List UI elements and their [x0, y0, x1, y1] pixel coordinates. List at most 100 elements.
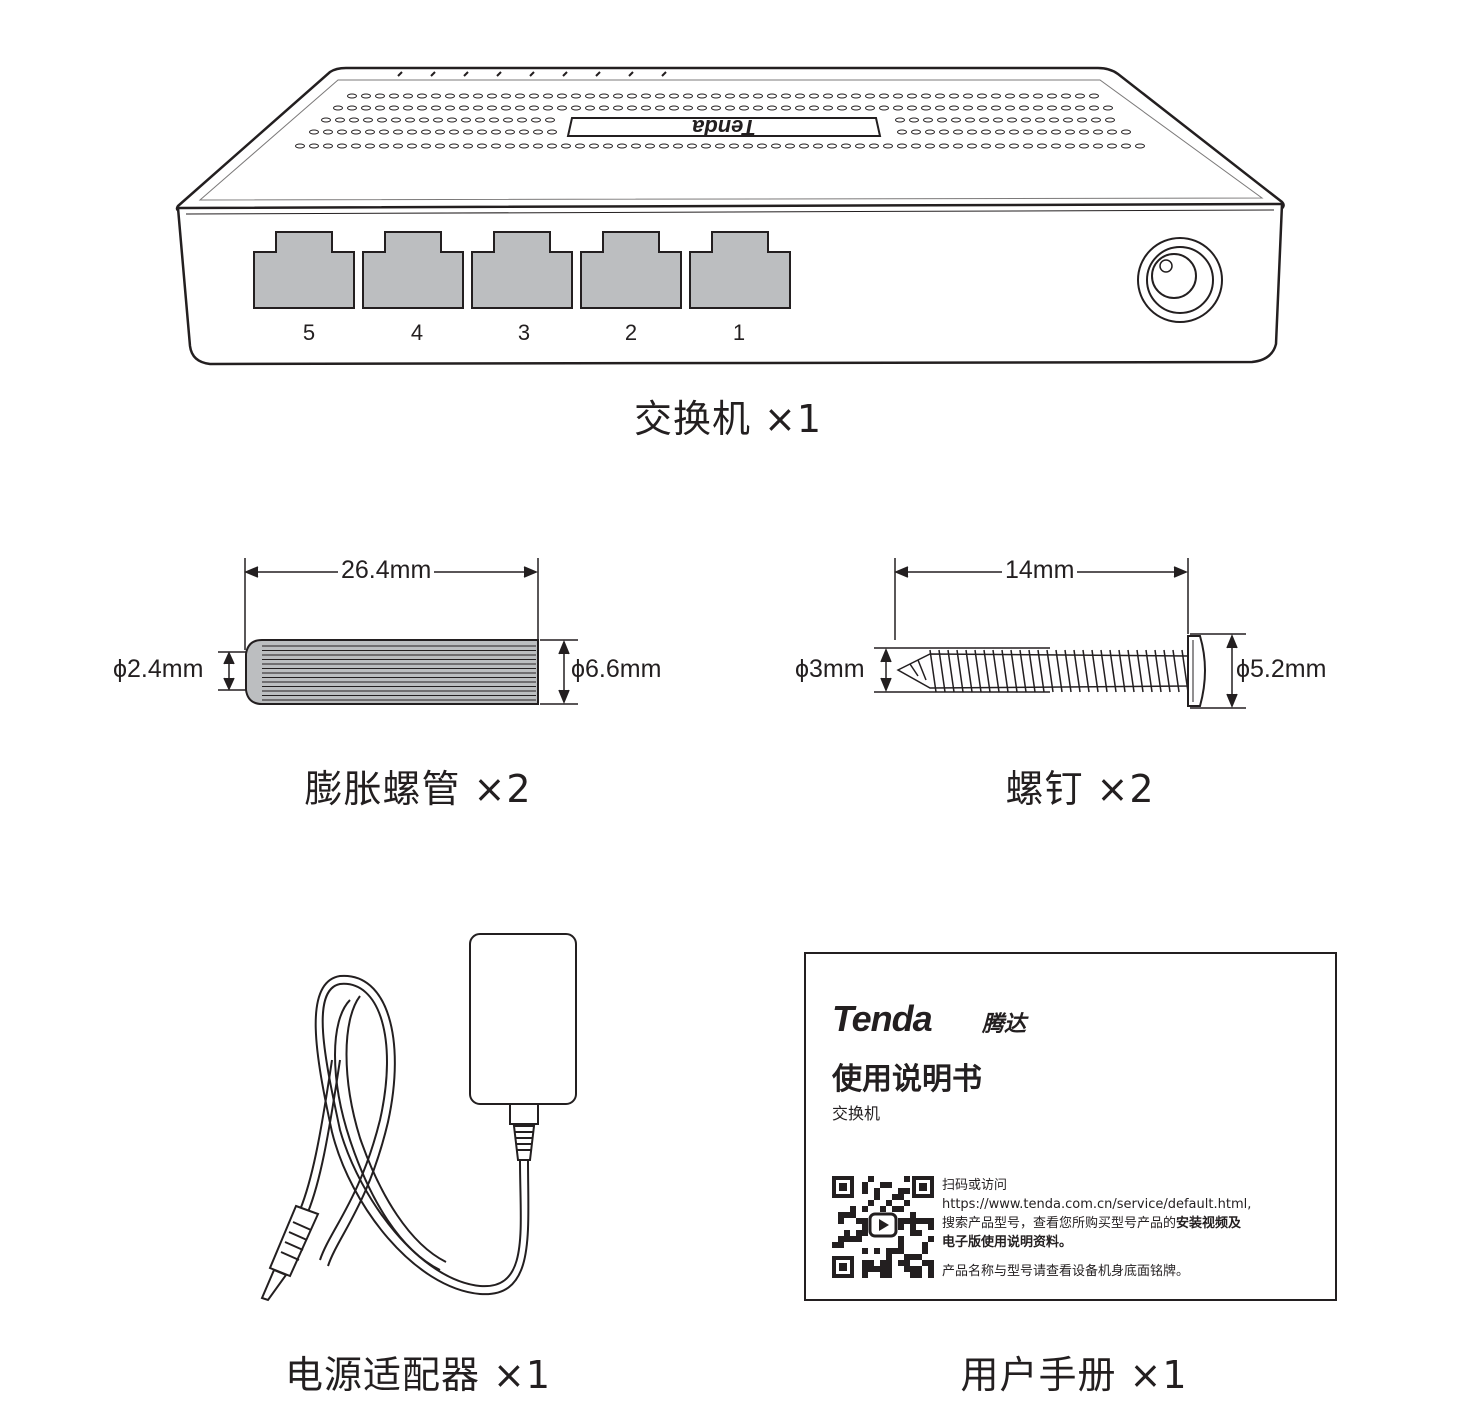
qr-module	[862, 1188, 868, 1194]
vent-hole	[379, 129, 389, 135]
anchor-length-label: 26.4mm	[338, 556, 435, 585]
vent-hole	[701, 143, 711, 149]
vent-hole	[309, 143, 319, 149]
qr-module	[886, 1272, 892, 1278]
screw-thread	[992, 649, 1000, 693]
vent-hole	[837, 105, 847, 111]
vent-hole	[543, 105, 553, 111]
qr-module	[898, 1236, 904, 1242]
vent-hole	[417, 93, 427, 99]
vent-hole	[865, 105, 875, 111]
vent-hole	[1005, 93, 1015, 99]
anchor-body-diameter-label: ϕ6.6mm	[571, 655, 662, 683]
qr-module	[862, 1272, 868, 1278]
qr-module	[898, 1242, 904, 1248]
power-adapter-illustration	[260, 933, 577, 1302]
manual-note: 产品名称与型号请查看设备机身底面铭牌。	[942, 1264, 1190, 1279]
qr-module	[886, 1248, 892, 1254]
qr-module	[856, 1218, 862, 1224]
qr-module	[898, 1248, 904, 1254]
vent-hole	[897, 129, 907, 135]
vent-hole	[921, 105, 931, 111]
vent-hole	[991, 105, 1001, 111]
vent-hole	[683, 105, 693, 111]
vent-hole	[557, 105, 567, 111]
vent-hole	[435, 129, 445, 135]
vent-hole	[911, 129, 921, 135]
vent-hole	[953, 143, 963, 149]
qr-module	[880, 1182, 886, 1188]
qr-module	[910, 1254, 916, 1260]
vent-hole	[641, 105, 651, 111]
vent-hole	[1121, 143, 1131, 149]
qr-module	[910, 1272, 916, 1278]
vent-hole	[459, 105, 469, 111]
vent-hole	[1047, 93, 1057, 99]
vent-hole	[1019, 93, 1029, 99]
vent-hole	[529, 105, 539, 111]
qr-module	[922, 1260, 928, 1266]
vent-hole	[813, 143, 823, 149]
screw-thread	[1001, 649, 1009, 693]
screw-head-diameter-label: ϕ5.2mm	[1236, 655, 1327, 683]
vent-hole	[939, 129, 949, 135]
vent-hole	[837, 93, 847, 99]
qr-module	[868, 1176, 874, 1182]
ethernet-port	[253, 231, 355, 309]
vent-hole	[965, 117, 975, 123]
vent-hole	[393, 143, 403, 149]
screw-thread	[1127, 649, 1135, 693]
vent-hole	[743, 143, 753, 149]
qr-module	[874, 1188, 880, 1194]
qr-module	[844, 1230, 850, 1236]
screw-thread	[1028, 649, 1036, 693]
vent-hole	[517, 117, 527, 123]
vent-hole	[1007, 117, 1017, 123]
qr-module	[874, 1266, 880, 1272]
vent-hole	[883, 143, 893, 149]
vent-hole	[781, 93, 791, 99]
qr-module	[850, 1236, 856, 1242]
qr-module	[904, 1176, 910, 1182]
vent-hole	[557, 93, 567, 99]
vent-hole	[991, 93, 1001, 99]
vent-hole	[1061, 93, 1071, 99]
qr-module	[892, 1206, 898, 1212]
vent-hole	[337, 129, 347, 135]
vent-hole	[641, 93, 651, 99]
vent-hole	[405, 117, 415, 123]
qr-module	[868, 1266, 874, 1272]
anchor-caption: 膨胀螺管 ×2	[304, 767, 532, 811]
vent-hole	[445, 105, 455, 111]
manual-instructions: 扫码或访问 https://www.tenda.com.cn/service/d…	[942, 1176, 1302, 1252]
vent-hole	[1093, 129, 1103, 135]
screw-thread	[1163, 649, 1171, 693]
screw-thread	[1109, 649, 1117, 693]
vent-hole	[1135, 143, 1145, 149]
vent-hole	[449, 129, 459, 135]
vent-hole	[785, 143, 795, 149]
vent-hole	[1089, 93, 1099, 99]
vent-hole	[505, 143, 515, 149]
vent-hole	[907, 93, 917, 99]
qr-module	[892, 1194, 898, 1200]
screw-caption: 螺钉 ×2	[1005, 767, 1155, 811]
vent-hole	[421, 129, 431, 135]
vent-hole	[519, 129, 529, 135]
vent-hole	[993, 117, 1003, 123]
vent-hole	[1107, 129, 1117, 135]
vent-hole	[795, 105, 805, 111]
qr-module	[904, 1188, 910, 1194]
vent-hole	[477, 143, 487, 149]
screw-thread	[1091, 649, 1099, 693]
anchor-tip-diameter-label: ϕ2.4mm	[113, 655, 204, 683]
vent-hole	[771, 143, 781, 149]
vent-hole	[585, 93, 595, 99]
vent-hole	[865, 93, 875, 99]
ethernet-port	[689, 231, 791, 309]
vent-hole	[923, 117, 933, 123]
vent-hole	[1033, 93, 1043, 99]
vent-hole	[389, 93, 399, 99]
vent-hole	[375, 105, 385, 111]
vent-hole	[977, 105, 987, 111]
